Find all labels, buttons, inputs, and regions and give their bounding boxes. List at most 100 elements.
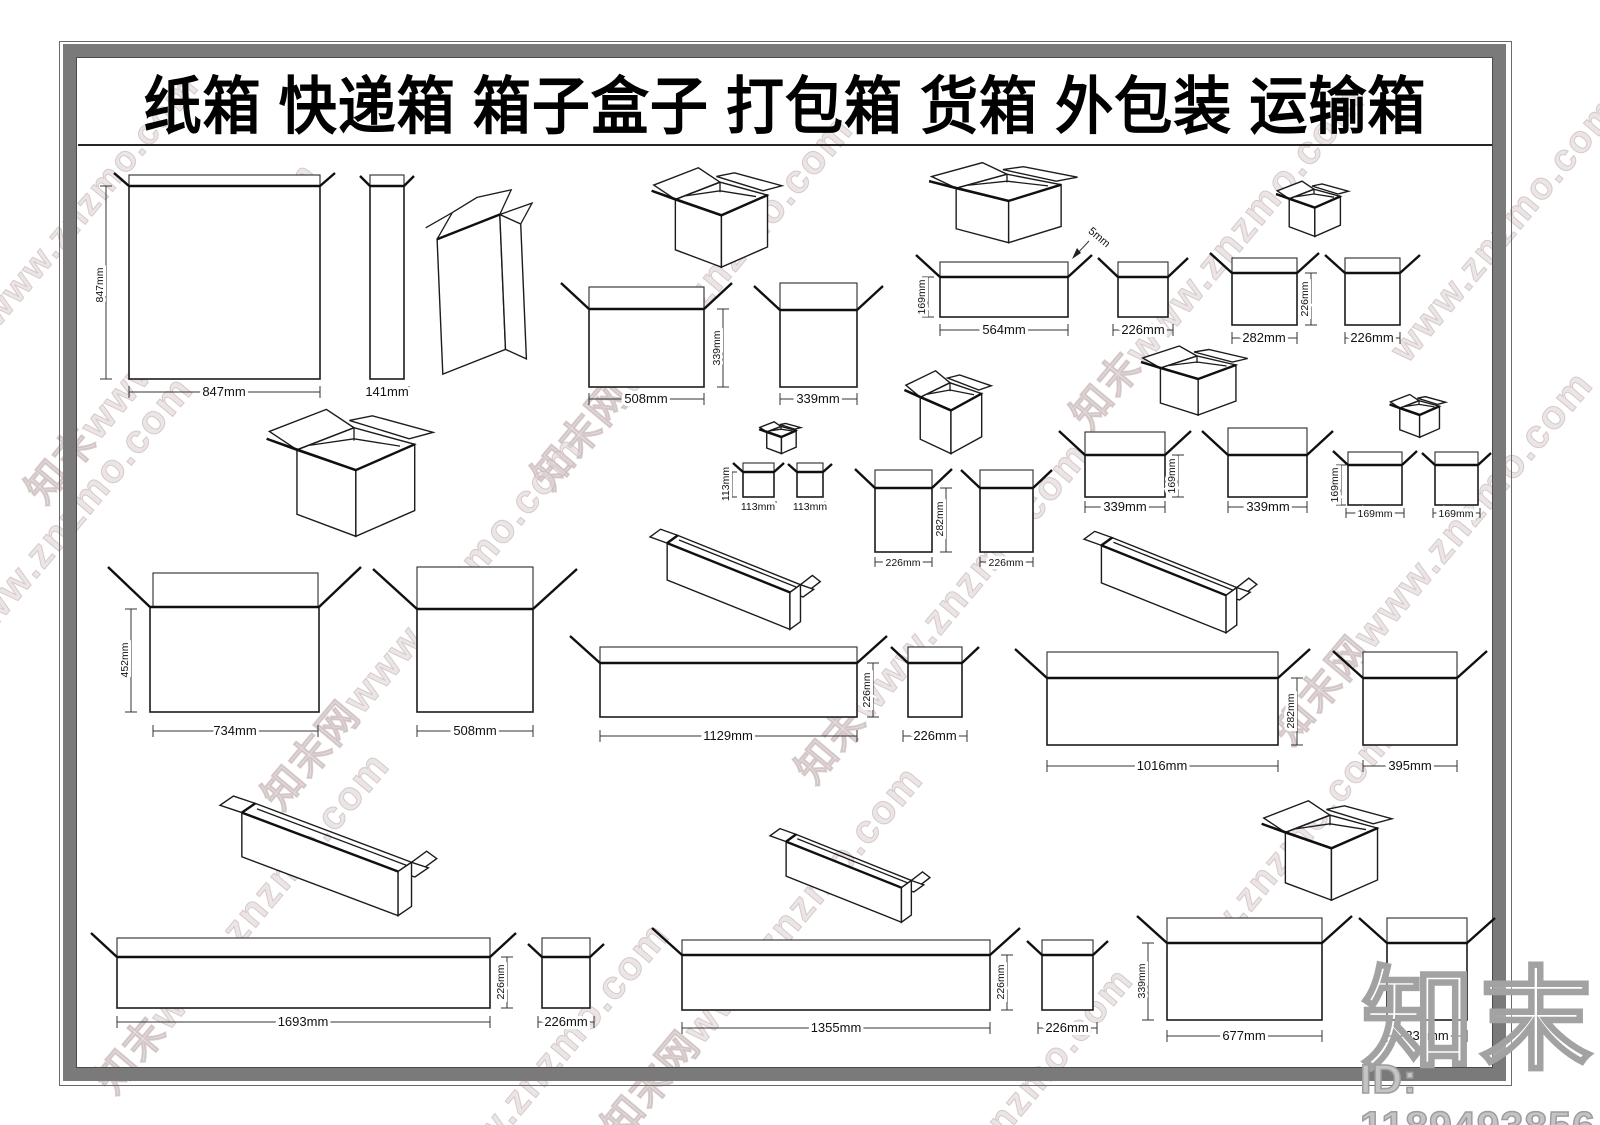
box-group-508: 339mm 508mm 339mm [560,166,884,409]
front-height-label: 226mm [495,964,507,999]
front-view [90,932,517,1009]
side-width-label: 226mm [1121,322,1164,337]
side-width-label: 508mm [453,723,496,738]
image-id-label: ID: 1189493856 [1359,1055,1595,1125]
box-group-1016: 282mm 1016mm 395mm [1014,530,1488,776]
front-width-label: 1693mm [278,1014,329,1029]
front-height-label: 452mm [119,642,131,677]
iso-view [1275,180,1349,237]
front-view [1332,450,1418,506]
side-view [1201,427,1334,498]
front-view [1058,430,1192,498]
side-view [1026,939,1109,1011]
side-width-label: 226mm [988,557,1023,569]
front-height-label: 226mm [995,964,1007,999]
frame-border [63,44,1506,1081]
iso-view [424,188,534,376]
iso-view [218,794,438,917]
side-width-label: 226mm [1045,1020,1088,1035]
box-group-1129: 226mm 1129mm 226mm [569,528,980,746]
side-view [1358,917,1496,1021]
front-width-label: 847mm [202,384,245,399]
side-view [1324,254,1421,326]
iso-view [649,528,822,631]
front-width-label: 169mm [1357,508,1392,520]
iso-view [928,161,1079,244]
box-group-677: 339mm 677mm 338mm [1133,799,1496,1046]
iso-view [1260,799,1393,901]
box-group-339: 169mm 339mm 339mm [1058,345,1334,517]
front-view [1136,915,1353,1021]
box-group-564: 169mm 564mm 226mm 5mm [913,161,1189,340]
box-group-282: 226mm 282mm 226mm [1209,180,1421,348]
side-width-label: 338mm [1405,1028,1448,1043]
side-width-label: 141mm [365,384,408,399]
front-width-label: 677mm [1222,1028,1265,1043]
side-view [527,937,605,1009]
front-width-label: 282mm [1242,330,1285,345]
side-width-label: 339mm [1246,499,1289,514]
front-height-label: 226mm [861,672,873,707]
front-view [732,462,785,498]
front-view [560,282,733,388]
front-view [107,566,362,713]
box-group-169: 169mm 169mm 169mm [1326,394,1492,523]
iso-view [1389,394,1447,438]
thickness-callout: 5mm [1072,222,1115,259]
iso-view [1083,530,1258,634]
box-group-847: 847mm 847mm 141mm [91,172,534,402]
front-view [915,254,1093,318]
side-view [787,462,833,498]
front-height-label: 847mm [94,267,106,302]
front-width-label: 226mm [885,557,920,569]
side-view [1332,650,1488,746]
side-view [753,282,884,388]
title-bar: 纸箱 快递箱 箱子盒子 打包箱 货箱 外包装 运输箱 [78,58,1492,146]
iso-view [1140,345,1249,416]
side-view [372,566,578,713]
side-width-label: 226mm [1350,330,1393,345]
front-height-label: 339mm [1136,963,1148,998]
front-width-label: 734mm [213,723,256,738]
outer-border [59,41,1512,1086]
side-view [1097,257,1189,318]
iso-view [265,408,435,538]
iso-view [758,421,802,454]
side-view [890,646,980,718]
front-height-label: 169mm [916,279,928,314]
thickness-label: 5mm [1086,225,1112,250]
front-width-label: 564mm [982,322,1025,337]
iso-view [769,827,931,924]
front-height-label: 169mm [1329,467,1341,502]
side-width-label: 169mm [1438,508,1473,520]
front-view [569,635,888,718]
front-width-label: 508mm [624,391,667,406]
front-view [854,468,953,553]
box-group-1355: 226mm 1355mm 226mm [651,827,1109,1038]
side-view [359,174,415,380]
front-height-label: 282mm [934,501,946,536]
box-group-1693: 226mm 1693mm 226mm [90,794,605,1032]
front-view [113,172,336,380]
front-height-label: 113mm [720,467,732,501]
front-height-label: 226mm [1299,281,1311,316]
front-width-label: 1129mm [703,728,753,743]
iso-view [903,370,993,455]
front-width-label: 1016mm [1137,758,1188,773]
page-title: 纸箱 快递箱 箱子盒子 打包箱 货箱 外包装 运输箱 [143,71,1427,143]
front-width-label: 1355mm [811,1020,862,1035]
box-group-734: 452mm 734mm 508mm [107,408,578,741]
side-width-label: 226mm [544,1014,587,1029]
side-width-label: 226mm [913,728,956,743]
front-height-label: 339mm [711,330,723,365]
front-height-label: 169mm [1166,458,1178,493]
box-group-113: 113mm 113mm 113mm [717,421,833,516]
front-view [1014,648,1311,746]
front-view [651,927,1021,1011]
side-width-label: 339mm [796,391,839,406]
side-width-label: 395mm [1388,758,1431,773]
box-group-226-tall: 282mm 226mm 226mm [854,370,1053,572]
side-width-label: 113mm [793,501,827,513]
